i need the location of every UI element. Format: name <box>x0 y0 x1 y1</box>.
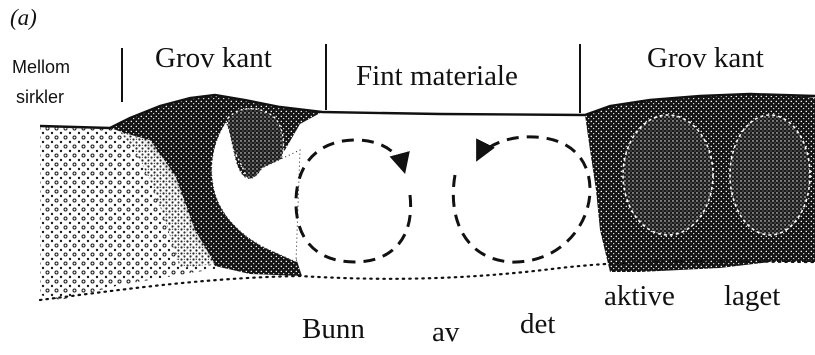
zone-label-between-line1: Mellom <box>12 58 70 76</box>
panel-label: (a) <box>10 6 37 29</box>
zone-label-between-line2: sirkler <box>16 88 64 106</box>
convection-arrow-right <box>453 137 590 262</box>
convection-arrow-left <box>296 140 411 262</box>
zone-label-coarse-right: Grov kant <box>647 44 764 73</box>
caption-word-5: laget <box>724 282 780 311</box>
caption-word-1: Bunn <box>302 315 365 344</box>
caption-word-3: det <box>520 310 555 339</box>
coarse-cell-right-1 <box>623 115 713 235</box>
caption-word-2: av <box>432 318 459 347</box>
caption-word-4: aktive <box>604 282 675 311</box>
coarse-cell-right-2 <box>730 115 810 235</box>
zone-label-coarse-left: Grov kant <box>155 44 272 73</box>
zone-label-fine: Fint materiale <box>356 62 518 91</box>
